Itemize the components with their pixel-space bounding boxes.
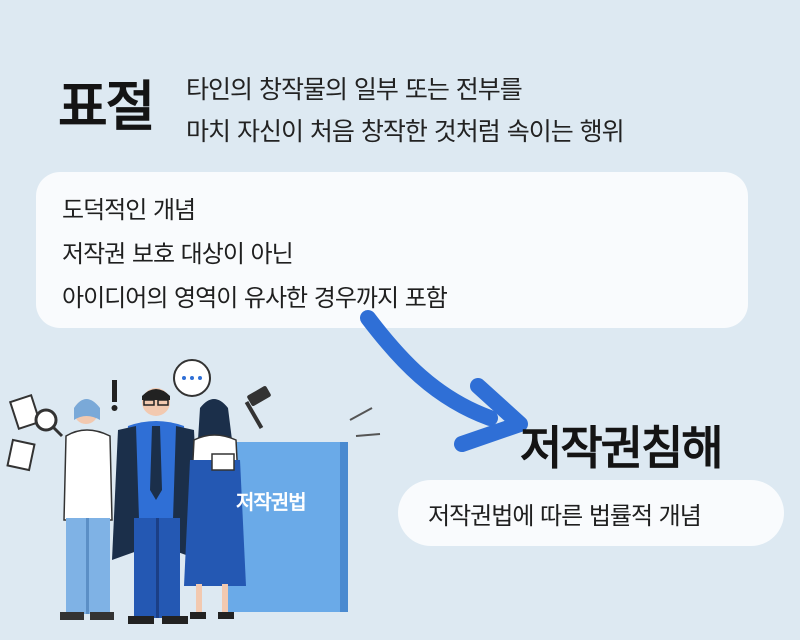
exclamation-icon <box>111 380 118 411</box>
person-woman-right <box>184 399 246 619</box>
speech-bubble-icon <box>173 359 211 397</box>
person-man-center <box>112 388 200 624</box>
people-with-law-book-illustration <box>6 359 381 624</box>
copyright-infringement-definition: 저작권법에 따른 법률적 개념 <box>428 502 702 530</box>
law-book-label: 저작권법 <box>236 490 307 514</box>
document-icon <box>6 394 42 472</box>
plagiarism-definition-line-1: 타인의 창작물의 일부 또는 전부를 <box>186 75 523 104</box>
gavel-icon <box>244 386 271 429</box>
tablet-icon <box>211 453 235 471</box>
plagiarism-characteristic-1: 도덕적인 개념 <box>62 196 196 224</box>
magnifier-icon <box>34 408 64 438</box>
arrow-icon <box>360 310 528 452</box>
plagiarism-definition-line-2: 마치 자신이 처음 창작한 것처럼 속이는 행위 <box>186 117 625 146</box>
person-woman-left <box>60 399 114 620</box>
plagiarism-title: 표절 <box>58 75 155 138</box>
copyright-infringement-title: 저작권침해 <box>520 421 724 475</box>
plagiarism-characteristic-3: 아이디어의 영역이 유사한 경우까지 포함 <box>62 284 448 312</box>
plagiarism-characteristic-2: 저작권 보호 대상이 아닌 <box>62 240 294 268</box>
copyright-infringement-pill <box>398 480 784 546</box>
plagiarism-characteristics-card <box>36 172 748 328</box>
